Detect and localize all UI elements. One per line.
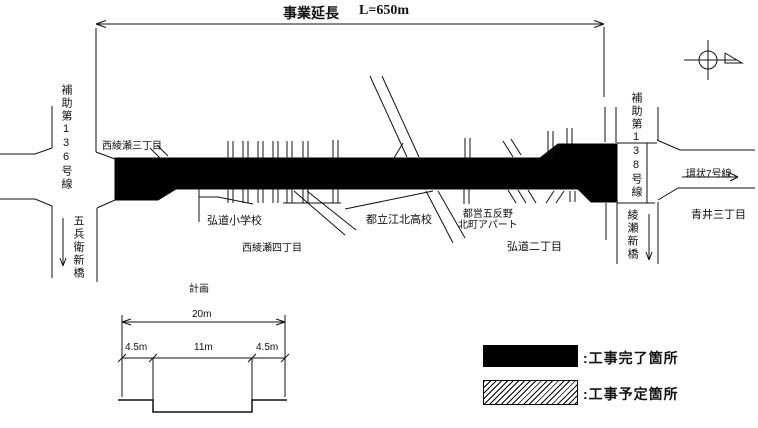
north-arrow-icon xyxy=(684,40,742,80)
route-138-label: 補助第138号線 xyxy=(630,92,642,199)
district-kodo2-label: 弘道二丁目 xyxy=(507,241,562,253)
length-dimension xyxy=(96,21,604,98)
side-streets-south xyxy=(199,189,575,243)
project-length-value: L=650m xyxy=(359,3,409,18)
legend-planned-swatch xyxy=(483,380,578,405)
cross-section-title: 計画 xyxy=(189,284,209,295)
district-aoi3-label: 青井三丁目 xyxy=(691,209,746,221)
dim-center-label: 11m xyxy=(194,342,213,353)
route-136-label: 補助第136号線 xyxy=(60,84,72,191)
legend-completed-swatch xyxy=(483,345,578,367)
completed-section-shape xyxy=(115,144,617,202)
legend-completed-label: :工事完了箇所 xyxy=(583,350,679,366)
project-length-title: 事業延長 L=650m xyxy=(283,3,409,23)
district-nishiayase4-label: 西綾瀬四丁目 xyxy=(242,243,302,254)
kohoku-high-label: 都立江北高校 xyxy=(366,214,432,226)
gohei-bridge-label: 五兵衛新橋 xyxy=(72,215,84,280)
cross-section-drawing xyxy=(118,315,289,412)
side-streets-north xyxy=(150,76,616,159)
project-length-label: 事業延長 xyxy=(283,7,339,22)
dim-left-label: 4.5m xyxy=(125,342,148,353)
legend-planned-label: :工事予定箇所 xyxy=(583,386,679,402)
dim-total-label: 20m xyxy=(192,309,212,320)
left-intersection xyxy=(0,28,115,282)
ring7-label: 環状7号線 xyxy=(686,169,732,180)
apartment-label-line1: 都営五反野 xyxy=(462,209,513,220)
district-nishiayase3-label: 西綾瀬三丁目 xyxy=(102,141,162,152)
apartment-label-line2: 北町アパート xyxy=(458,220,518,231)
dim-right-label: 4.5m xyxy=(256,342,279,353)
kodo-elementary-label: 弘道小学校 xyxy=(207,215,262,227)
right-intersection xyxy=(606,107,755,264)
apartment-label: 都営五反野 北町アパート xyxy=(458,209,518,231)
ayase-bridge-label: 綾瀬新橋 xyxy=(626,209,638,261)
